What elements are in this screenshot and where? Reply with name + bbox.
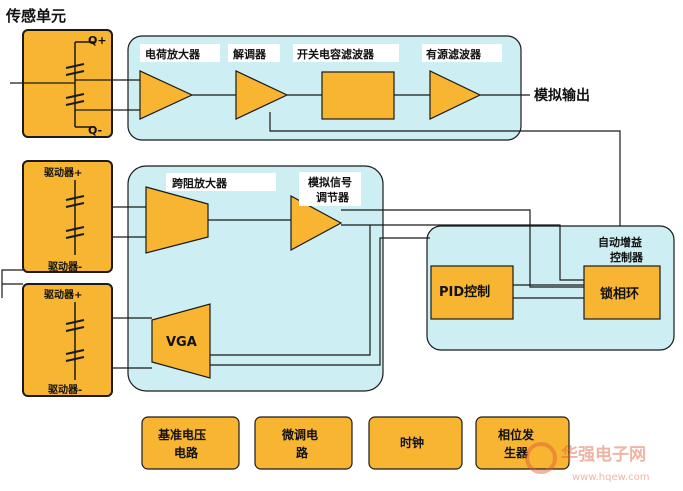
- clock-label: 时钟: [400, 435, 424, 450]
- vga-block: [151, 303, 211, 379]
- tia-label: 跨阻放大器: [172, 176, 228, 190]
- trim-circuit-label-line2: 路: [296, 445, 309, 460]
- watermark-name: 华强电子网: [561, 444, 646, 465]
- sc-filter-label: 开关电容滤波器: [297, 47, 375, 61]
- reference-voltage-label-line1: 基准电压: [157, 427, 206, 442]
- driver2-bottom-label: 驱动器-: [48, 383, 82, 396]
- reference-voltage-block: [141, 416, 240, 470]
- q-minus-label: Q-: [88, 124, 102, 137]
- signal-wires: [1, 79, 621, 369]
- pid-controller: [430, 265, 514, 320]
- analog-output-label: 模拟输出: [534, 87, 590, 104]
- active-filter-label: 有源滤波器: [426, 47, 482, 61]
- driver-element-1: [22, 160, 113, 273]
- conditioner-label-line1: 模拟信号: [308, 175, 352, 189]
- label-bg: [422, 44, 502, 62]
- analog-signal-conditioner: [290, 194, 343, 252]
- vga-label: VGA: [166, 335, 197, 350]
- trim-circuit-block: [254, 416, 353, 470]
- watermark-logo-icon: [525, 442, 557, 474]
- phase-generator-label-line2: 生器: [504, 445, 529, 460]
- sensor-title: 传感单元: [5, 7, 66, 25]
- driver2-top-label: 驱动器+: [44, 288, 82, 301]
- trim-circuit-label-line1: 微调电: [281, 427, 318, 442]
- phase-locked-loop: [583, 265, 661, 320]
- charge-amplifier: [139, 70, 194, 120]
- agc-title-line1: 自动增益: [598, 235, 642, 249]
- charge-amp-label: 电荷放大器: [145, 47, 201, 61]
- label-bg: [228, 44, 280, 62]
- switched-capacitor-filter: [321, 71, 395, 120]
- active-filter: [429, 70, 482, 120]
- phase-generator-label-line1: 相位发: [498, 427, 535, 442]
- q-plus-label: Q+: [88, 34, 107, 47]
- transimpedance-amplifier: [145, 186, 209, 254]
- agc-title-line2: 控制器: [610, 250, 644, 264]
- label-bg: [140, 44, 220, 62]
- pid-label: PID控制: [439, 284, 490, 300]
- label-bg: [299, 172, 361, 206]
- driver1-top-label: 驱动器+: [44, 166, 82, 179]
- phase-generator-block: [475, 416, 570, 470]
- conditioner-label-line2: 调节器: [316, 190, 350, 204]
- demodulator-label: 解调器: [233, 47, 267, 61]
- pll-label: 锁相环: [600, 286, 639, 302]
- demodulator: [235, 70, 289, 120]
- reference-voltage-label-line2: 电路: [174, 445, 199, 460]
- clock-block: [368, 416, 463, 470]
- driver1-bottom-label: 驱动器-: [48, 260, 82, 273]
- watermark-url: www.hqew.com: [572, 472, 649, 483]
- watermark: 华强电子网 www.hqew.com: [525, 442, 649, 483]
- label-bg: [293, 44, 399, 62]
- driver-element-2: [22, 283, 113, 397]
- label-bg: [166, 173, 276, 191]
